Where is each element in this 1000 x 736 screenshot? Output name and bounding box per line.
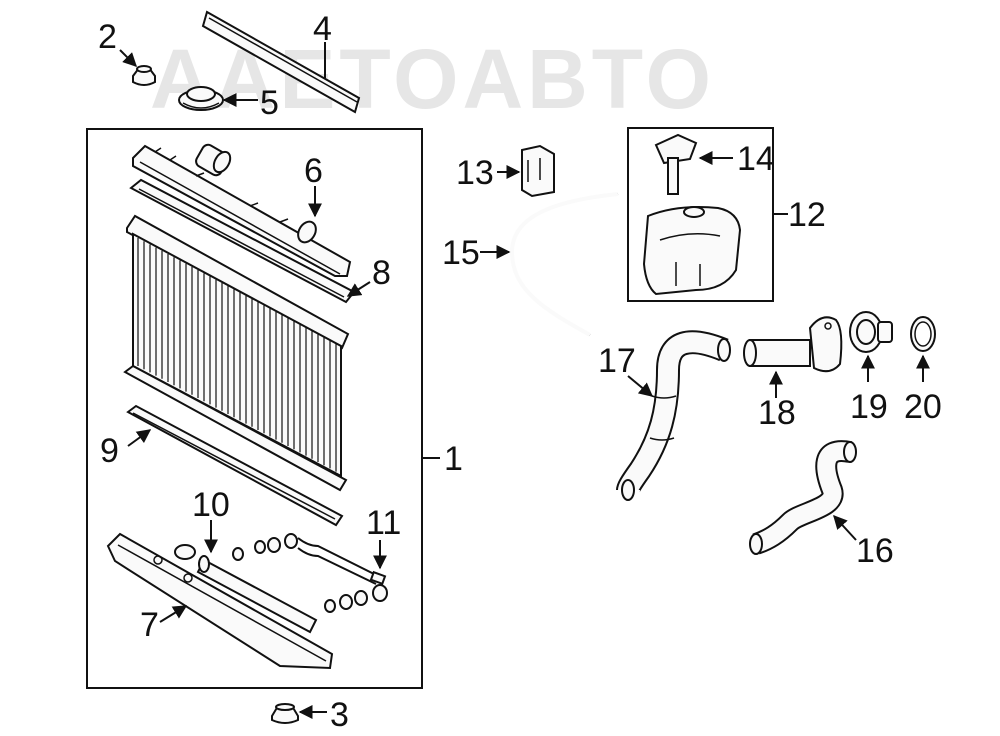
part-19-thermostat[interactable]	[849, 311, 893, 353]
part-16-lower-hose[interactable]	[749, 440, 857, 555]
callout-18: 18	[758, 394, 796, 432]
fittings-upper	[232, 533, 298, 561]
part-11-cooler-pipe[interactable]	[297, 537, 387, 586]
part-1-radiator-core[interactable]	[123, 214, 350, 492]
part-6-upper-tank[interactable]	[132, 143, 352, 277]
fittings-lower	[324, 584, 388, 613]
callout-5: 5	[260, 84, 279, 122]
part-20-gasket-ring[interactable]	[910, 316, 936, 352]
callout-1: 1	[444, 440, 463, 478]
leader-2	[119, 49, 137, 67]
callout-2: 2	[98, 18, 117, 56]
leader-17	[627, 375, 654, 397]
callout-19: 19	[850, 388, 888, 426]
leader-16	[833, 514, 857, 541]
part-14-reservoir-cap[interactable]	[654, 133, 698, 195]
part-4-seal-strip[interactable]	[201, 10, 361, 114]
callout-16: 16	[856, 532, 894, 570]
callout-6: 6	[304, 152, 323, 190]
callout-10: 10	[192, 486, 230, 524]
radiator-assembly-box	[86, 128, 423, 689]
callout-17: 17	[598, 342, 636, 380]
part-9-lower-gasket[interactable]	[126, 404, 344, 527]
part-5-radiator-cap[interactable]	[178, 86, 224, 111]
part-3-cushion[interactable]	[271, 703, 299, 724]
part-2-cushion[interactable]	[132, 65, 156, 86]
part-10-oil-cooler[interactable]	[196, 533, 388, 634]
callout-11: 11	[366, 504, 401, 542]
leader-7	[159, 605, 188, 623]
callout-7: 7	[140, 606, 159, 644]
leader-9	[127, 429, 152, 447]
callout-8: 8	[372, 254, 391, 292]
part-7-lower-tank[interactable]	[106, 532, 334, 670]
callout-12: 12	[788, 196, 826, 234]
callout-9: 9	[100, 432, 119, 470]
reservoir-tank[interactable]	[642, 206, 742, 296]
part-18-water-inlet[interactable]	[743, 316, 843, 373]
radiator-fins	[137, 238, 337, 472]
callout-14: 14	[737, 140, 775, 178]
part-17-upper-hose[interactable]	[616, 330, 731, 501]
callout-20: 20	[904, 388, 942, 426]
leader-8	[346, 281, 371, 297]
part-13-bracket[interactable]	[521, 144, 555, 198]
part-15-overflow-hose[interactable]	[509, 192, 619, 337]
callout-15: 15	[442, 234, 480, 272]
callout-3: 3	[330, 696, 349, 734]
watermark-text: AAETOABTO	[150, 32, 715, 126]
callout-13: 13	[456, 154, 494, 192]
callout-4: 4	[313, 10, 332, 48]
